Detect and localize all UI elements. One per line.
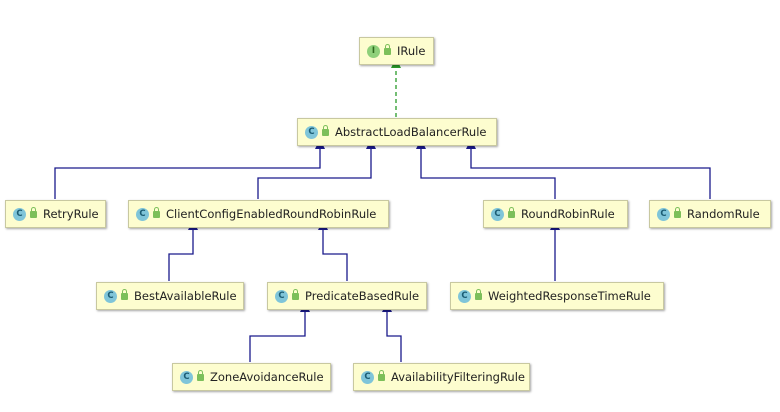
- node-label: ZoneAvoidanceRule: [210, 370, 324, 384]
- lock-icon: [384, 43, 391, 55]
- node-round-robin-rule[interactable]: C RoundRobinRule: [483, 200, 628, 228]
- class-icon: C: [136, 207, 149, 221]
- lock-icon: [508, 206, 515, 218]
- class-icon: C: [104, 289, 117, 303]
- lock-icon: [378, 369, 385, 381]
- node-label: BestAvailableRule: [134, 289, 237, 303]
- lock-icon: [30, 206, 37, 218]
- node-label: RandomRule: [687, 207, 760, 221]
- class-icon: C: [361, 370, 374, 384]
- class-icon: C: [275, 289, 288, 303]
- node-best-available-rule[interactable]: C BestAvailableRule: [96, 282, 244, 310]
- lock-icon: [292, 288, 299, 300]
- edge-bestavailable-clientconfig: [168, 220, 198, 281]
- edge-roundrobin-abstract: [416, 139, 556, 199]
- edge-retry-abstract: [54, 139, 325, 199]
- node-label: RoundRobinRule: [521, 207, 615, 221]
- node-weighted-response-time-rule[interactable]: C WeightedResponseTimeRule: [450, 282, 664, 310]
- lock-icon: [475, 288, 482, 300]
- node-label: AbstractLoadBalancerRule: [335, 125, 487, 139]
- lock-icon: [322, 124, 329, 136]
- node-label: WeightedResponseTimeRule: [488, 289, 651, 303]
- node-zone-avoidance-rule[interactable]: C ZoneAvoidanceRule: [172, 363, 331, 391]
- class-icon: C: [657, 207, 670, 221]
- node-client-config-enabled-round-robin-rule[interactable]: C ClientConfigEnabledRoundRobinRule: [128, 200, 389, 228]
- lock-icon: [674, 206, 681, 218]
- node-label: ClientConfigEnabledRoundRobinRule: [166, 207, 377, 221]
- edge-predicate-clientconfig: [318, 220, 348, 281]
- node-irule[interactable]: I IRule: [359, 37, 434, 65]
- node-predicate-based-rule[interactable]: C PredicateBasedRule: [267, 282, 427, 310]
- class-icon: C: [13, 207, 26, 221]
- lock-icon: [153, 206, 160, 218]
- edge-clientconfig-abstract: [257, 139, 376, 199]
- class-icon: C: [180, 370, 193, 384]
- edge-availability-predicate: [382, 302, 402, 362]
- node-random-rule[interactable]: C RandomRule: [649, 200, 771, 228]
- interface-icon: I: [367, 44, 380, 58]
- node-abstract-load-balancer-rule[interactable]: C AbstractLoadBalancerRule: [297, 118, 497, 146]
- edge-zone-predicate: [249, 302, 310, 362]
- node-label: IRule: [397, 44, 426, 58]
- node-retry-rule[interactable]: C RetryRule: [5, 200, 106, 228]
- class-icon: C: [305, 125, 318, 139]
- lock-icon: [121, 288, 128, 300]
- node-label: PredicateBasedRule: [305, 289, 420, 303]
- class-icon: C: [458, 289, 471, 303]
- node-label: AvailabilityFilteringRule: [391, 370, 525, 384]
- lock-icon: [197, 369, 204, 381]
- node-availability-filtering-rule[interactable]: C AvailabilityFilteringRule: [353, 363, 530, 391]
- node-label: RetryRule: [43, 207, 99, 221]
- class-icon: C: [491, 207, 504, 221]
- edge-random-abstract: [466, 139, 711, 199]
